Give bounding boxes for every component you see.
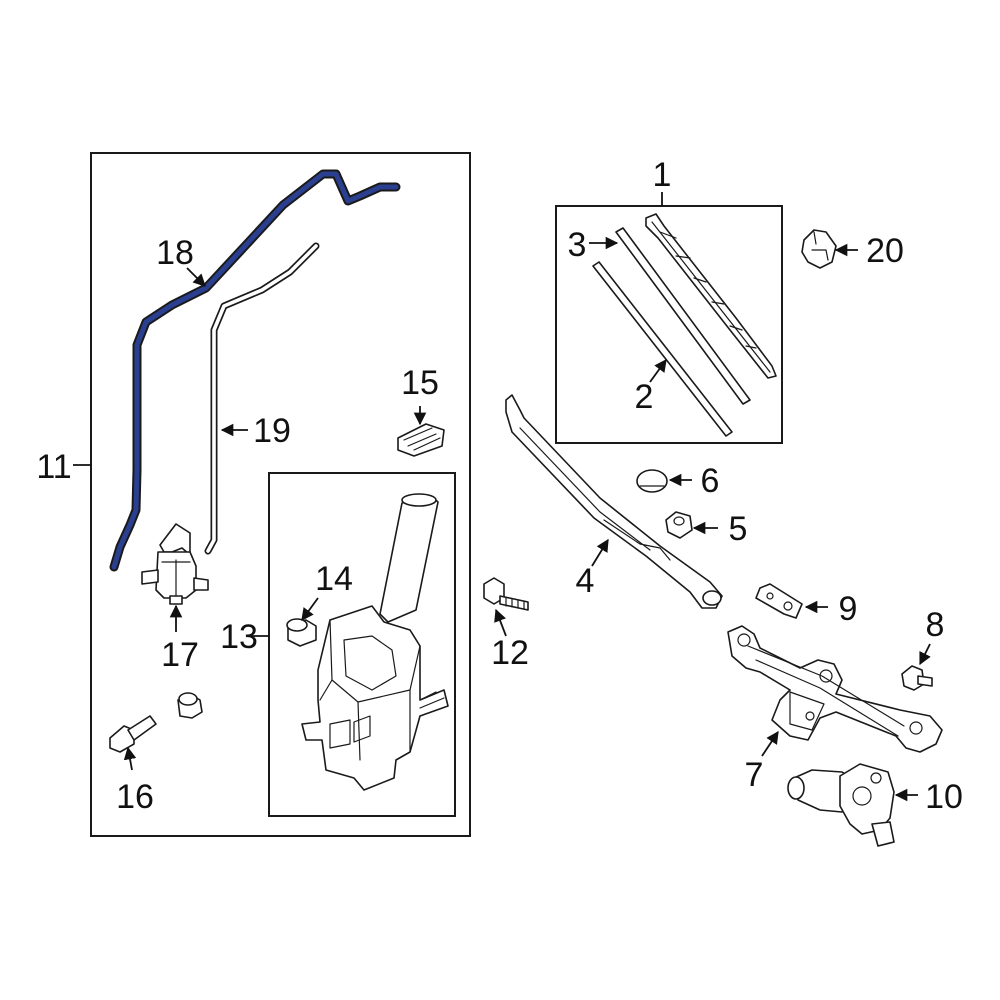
callout-16[interactable]: 16 — [116, 778, 154, 816]
part-8-bolt[interactable] — [901, 665, 933, 691]
callout-labels: 1 2 3 4 5 6 7 8 9 10 11 12 13 14 15 16 1… — [36, 156, 963, 816]
callout-9[interactable]: 9 — [839, 590, 858, 628]
part-1-wiper-blade[interactable] — [645, 213, 777, 379]
callout-5[interactable]: 5 — [729, 510, 748, 548]
callout-4[interactable]: 4 — [576, 562, 595, 600]
leader-lines — [73, 192, 931, 802]
callout-12[interactable]: 12 — [491, 634, 529, 672]
callout-2[interactable]: 2 — [635, 378, 654, 416]
callout-18[interactable]: 18 — [156, 234, 194, 272]
blade-group-frame — [555, 205, 783, 444]
callout-8[interactable]: 8 — [926, 606, 945, 644]
callout-11[interactable]: 11 — [36, 448, 71, 486]
part-2-blade-refill[interactable] — [592, 261, 733, 437]
part-3-blade-insert[interactable] — [615, 227, 751, 405]
part-10-wiper-motor[interactable] — [787, 763, 895, 847]
part-9-bracket[interactable] — [755, 583, 803, 619]
hose-18-highlight — [111, 171, 399, 570]
part-13-washer-reservoir[interactable] — [301, 493, 449, 791]
part-7-wiper-linkage[interactable] — [727, 625, 943, 753]
callout-14[interactable]: 14 — [315, 560, 353, 598]
callout-6[interactable]: 6 — [701, 462, 720, 500]
callout-19[interactable]: 19 — [253, 412, 291, 450]
part-18-washer-hose[interactable] — [109, 169, 401, 572]
part-12-bolt[interactable] — [483, 577, 529, 611]
part-15-reservoir-cap[interactable] — [397, 423, 445, 457]
washer-group-frame — [90, 152, 471, 837]
callout-13[interactable]: 13 — [220, 618, 258, 656]
part-4-wiper-arm[interactable] — [505, 394, 723, 609]
part-16-grommet[interactable] — [109, 692, 203, 753]
callout-3[interactable]: 3 — [568, 226, 587, 264]
callout-1[interactable]: 1 — [653, 156, 672, 194]
part-6-cap[interactable] — [636, 469, 668, 493]
callout-15[interactable]: 15 — [401, 364, 439, 402]
reservoir-group-frame — [268, 472, 456, 817]
part-17-washer-pump[interactable] — [141, 523, 209, 605]
part-5-nut[interactable] — [665, 511, 693, 539]
callout-20[interactable]: 20 — [866, 232, 904, 270]
part-20-clip[interactable] — [801, 229, 837, 269]
part-14-grommet[interactable] — [286, 618, 317, 647]
callout-17[interactable]: 17 — [161, 636, 199, 674]
callout-7[interactable]: 7 — [745, 756, 764, 794]
callout-10[interactable]: 10 — [925, 778, 963, 816]
part-19-washer-hose[interactable] — [204, 242, 320, 555]
